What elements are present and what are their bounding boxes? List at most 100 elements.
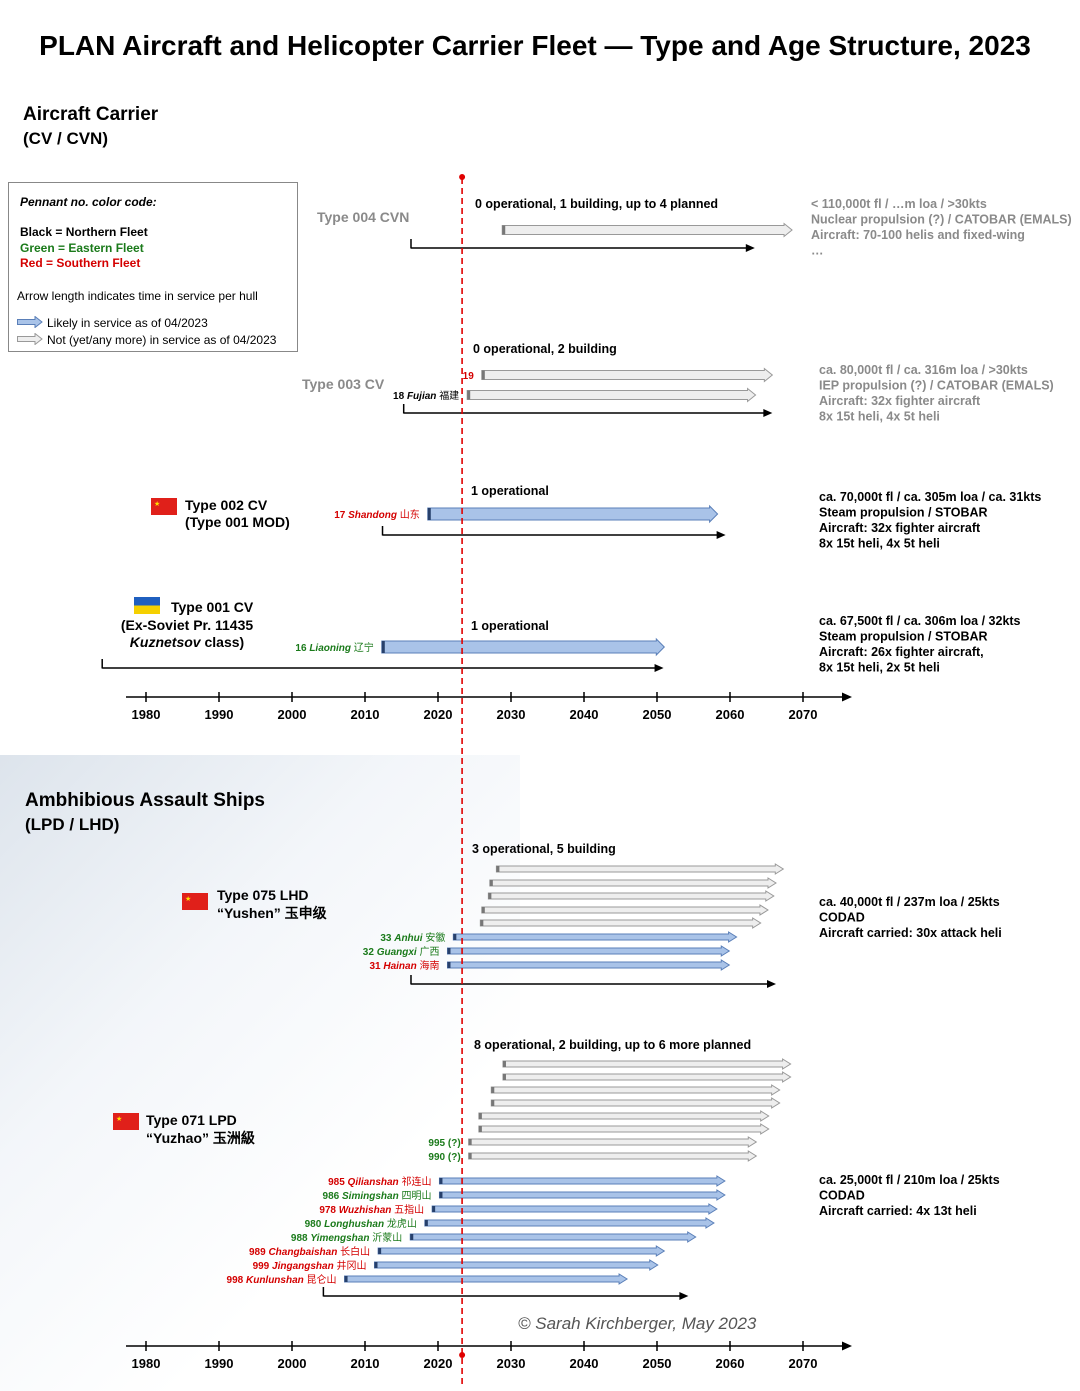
class-status: 0 operational, 1 building, up to 4 plann… <box>475 197 718 211</box>
class-name: Type 004 CVN <box>317 209 409 225</box>
class-spec-line: ca. 40,000t fl / 237m loa / 25kts <box>819 895 1000 909</box>
hull-label: 986 Simingshan 四明山 <box>323 1190 432 1202</box>
class-span-arrow-head <box>654 664 664 672</box>
hull-label: 990 (?) <box>428 1152 460 1163</box>
hull-arrow-start-marker <box>491 1100 495 1106</box>
amphibious-tick-label: 1980 <box>132 1356 161 1371</box>
hull-arrow-start-marker <box>480 920 484 926</box>
class-status: 8 operational, 2 building, up to 6 more … <box>474 1038 751 1052</box>
legend-heading: Pennant no. color code: <box>20 195 157 209</box>
carrier-tick-label: 2060 <box>716 707 745 722</box>
china-flag-icon <box>182 893 208 910</box>
hull-arrow <box>377 1245 666 1257</box>
class-spec-line: Aircraft: 26x fighter aircraft, <box>819 645 984 659</box>
class-spec-line: ca. 70,000t fl / ca. 305m loa / ca. 31kt… <box>819 490 1041 504</box>
hull-arrow <box>481 367 774 383</box>
hull-arrow-start-marker <box>489 880 493 886</box>
hull-label: 989 Changbaishan 长白山 <box>249 1245 370 1258</box>
section-subheading-amphibious: (LPD / LHD) <box>25 815 119 834</box>
amphibious-tick-label: 2040 <box>570 1356 599 1371</box>
hull-arrow <box>381 637 666 657</box>
hull-arrow-start-marker <box>447 948 451 954</box>
hull-arrow <box>373 1259 659 1271</box>
hull-arrow-start-marker <box>488 893 492 899</box>
hull-label: 988 Yimengshan 沂蒙山 <box>291 1231 402 1244</box>
amphibious-tick-label: 2010 <box>351 1356 380 1371</box>
hull-arrow <box>481 904 769 916</box>
hull-arrow <box>427 504 719 524</box>
carrier-tick-label: 2010 <box>351 707 380 722</box>
hull-label: 980 Longhushan 龙虎山 <box>305 1217 417 1230</box>
hull-arrow-start-marker <box>468 1153 472 1159</box>
class-spec-line: Aircraft: 32x fighter aircraft <box>819 521 981 535</box>
hull-arrow-start-marker <box>478 1126 482 1132</box>
class-spec-line: Aircraft: 32x fighter aircraft <box>819 394 981 408</box>
class-name: Type 002 CV <box>185 497 268 513</box>
ukraine-flag-icon-top <box>134 597 160 606</box>
hull-arrow-start-marker <box>491 1087 495 1093</box>
amphibious-tick-label: 2030 <box>497 1356 526 1371</box>
class-span-arrow-head <box>679 1292 689 1300</box>
copyright-note: © Sarah Kirchberger, May 2023 <box>518 1314 757 1333</box>
section-heading-carriers: Aircraft Carrier <box>23 104 159 125</box>
amphibious-tick-label: 2050 <box>643 1356 672 1371</box>
class-name: “Yushen” 玉申级 <box>217 905 328 921</box>
carrier-tick-label: 1990 <box>205 707 234 722</box>
legend-in-service-arrow <box>17 316 43 328</box>
hull-arrow <box>438 1189 726 1201</box>
hull-arrow-start-marker <box>502 225 506 235</box>
amphibious-axis-arrowhead <box>842 1341 852 1351</box>
hull-arrow <box>478 1123 770 1135</box>
legend-not-in-service-arrow <box>17 333 43 345</box>
class-span-arrow-head <box>745 244 755 252</box>
legend: Pennant no. color code: Black = Northern… <box>8 182 298 352</box>
class-spec-line: ca. 67,500t fl / ca. 306m loa / 32kts <box>819 614 1021 628</box>
class-name: Type 075 LHD <box>217 887 309 903</box>
hull-arrow-start-marker <box>432 1206 436 1212</box>
hull-label: 33 Anhui 安徽 <box>380 931 445 944</box>
china-flag-icon-star: ★ <box>154 500 160 508</box>
hull-arrow <box>501 222 793 238</box>
hull-label: 978 Wuzhishan 五指山 <box>319 1203 424 1216</box>
class-status: 1 operational <box>471 619 549 633</box>
hull-arrow <box>502 1071 792 1083</box>
class-span-arrow-head <box>716 531 726 539</box>
section-heading-amphibious: Ambhibious Assault Ships <box>25 790 265 811</box>
hull-arrow-start-marker <box>453 934 457 940</box>
carrier-tick-label: 2040 <box>570 707 599 722</box>
hull-arrow <box>478 1110 770 1122</box>
class-spec-line: Aircraft carried: 4x 13t heli <box>819 1204 977 1218</box>
legend-arrow-note: Arrow length indicates time in service p… <box>17 289 258 303</box>
class-name: Kuznetsov class) <box>130 634 244 650</box>
hull-arrow <box>344 1273 629 1285</box>
hull-arrow <box>452 931 738 943</box>
hull-arrow-start-marker <box>439 1178 443 1184</box>
carrier-tick-label: 2000 <box>278 707 307 722</box>
hull-label: 17 Shandong 山东 <box>334 508 420 521</box>
section-background-shading <box>0 755 520 1391</box>
hull-arrow-start-marker <box>381 641 385 653</box>
amphibious-tick-label: 2000 <box>278 1356 307 1371</box>
class-spec-line: ca. 25,000t fl / 210m loa / 25kts <box>819 1173 1000 1187</box>
class-name: Type 003 CV <box>302 376 385 392</box>
hull-arrow-start-marker <box>467 390 471 400</box>
china-flag-icon <box>151 498 177 515</box>
hull-arrow-start-marker <box>410 1234 414 1240</box>
carrier-tick-label: 2020 <box>424 707 453 722</box>
class-spec-line: CODAD <box>819 1189 865 1203</box>
hull-arrow-start-marker <box>481 907 485 913</box>
hull-label: 19 <box>463 371 475 382</box>
hull-arrow-start-marker <box>496 866 500 872</box>
hull-arrow-start-marker <box>468 1139 472 1145</box>
hull-label: 31 Hainan 海南 <box>369 959 439 972</box>
legend-southern-fleet: Red = Southern Fleet <box>20 256 141 270</box>
class-spec-line: Aircraft: 70-100 helis and fixed-wing <box>811 228 1025 242</box>
hull-label: 16 Liaoning 辽宁 <box>295 641 373 654</box>
carrier-tick-label: 1980 <box>132 707 161 722</box>
legend-in-service-label: Likely in service as of 04/2023 <box>47 316 208 330</box>
class-spec-line: 8x 15t heli, 4x 5t heli <box>819 537 940 551</box>
hull-arrow <box>424 1217 715 1229</box>
amphibious-tick-label: 2070 <box>789 1356 818 1371</box>
china-flag-icon <box>113 1113 139 1130</box>
